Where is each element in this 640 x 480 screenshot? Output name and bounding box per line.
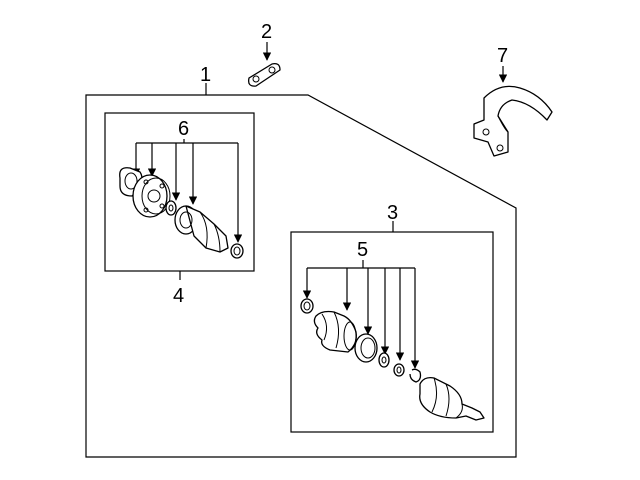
callout-4: 4: [173, 285, 184, 307]
callout-1: 1: [200, 64, 211, 86]
callout-7: 7: [497, 45, 508, 67]
callout-3: 3: [387, 202, 398, 224]
callout-5: 5: [357, 239, 368, 261]
callout-2: 2: [261, 21, 272, 43]
part-3-cv-boot-parts: [300, 298, 485, 421]
part-4-cv-joint-parts: [119, 167, 244, 259]
leaders-5: [302, 260, 420, 369]
sub-assembly-3-box: [290, 231, 494, 433]
assembly-outline: [85, 94, 517, 458]
leaders-6: [131, 139, 243, 243]
part-2-plate: [248, 62, 281, 87]
callout-6: 6: [178, 118, 189, 140]
part-7-heat-shield: [473, 85, 553, 157]
